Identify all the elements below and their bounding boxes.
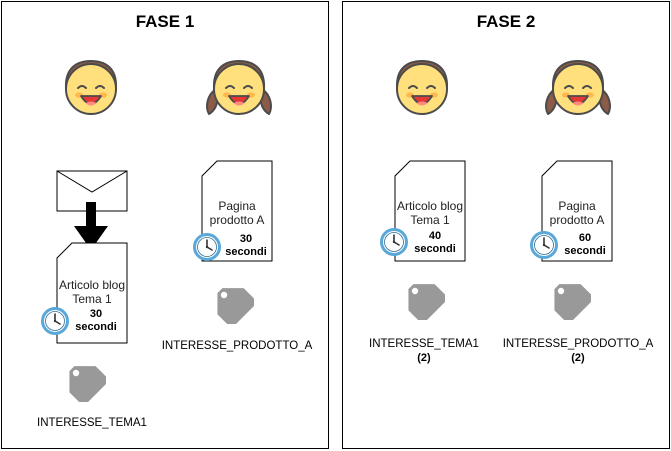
clock-icon (380, 228, 408, 256)
tag-count: (2) (571, 352, 585, 364)
tag-label: INTERESSE_TEMA1 (37, 417, 147, 429)
tag-label: INTERESSE_PRODOTTO_A (2) (498, 337, 658, 365)
tag-icon (403, 278, 445, 320)
tag-label: INTERESSE_TEMA1 (2) (354, 337, 494, 365)
document-icon (394, 160, 466, 262)
clock-icon (41, 307, 69, 335)
phase2-title: FASE 2 (476, 12, 536, 31)
document-icon (56, 242, 128, 344)
girl-avatar-icon (545, 60, 611, 115)
document-icon (201, 160, 273, 262)
phase1-title: FASE 1 (135, 12, 195, 31)
tag-icon (212, 282, 254, 324)
tag-count: (2) (417, 352, 431, 364)
clock-icon (530, 231, 558, 259)
arrow-down-icon (74, 202, 108, 250)
document-icon (541, 160, 613, 262)
tag-label: INTERESSE_PRODOTTO_A (161, 340, 313, 352)
tag-icon (549, 278, 591, 320)
girl-avatar-icon (206, 60, 272, 115)
tag-icon (64, 360, 106, 402)
boy-avatar-icon (395, 60, 449, 115)
boy-avatar-icon (64, 60, 118, 115)
